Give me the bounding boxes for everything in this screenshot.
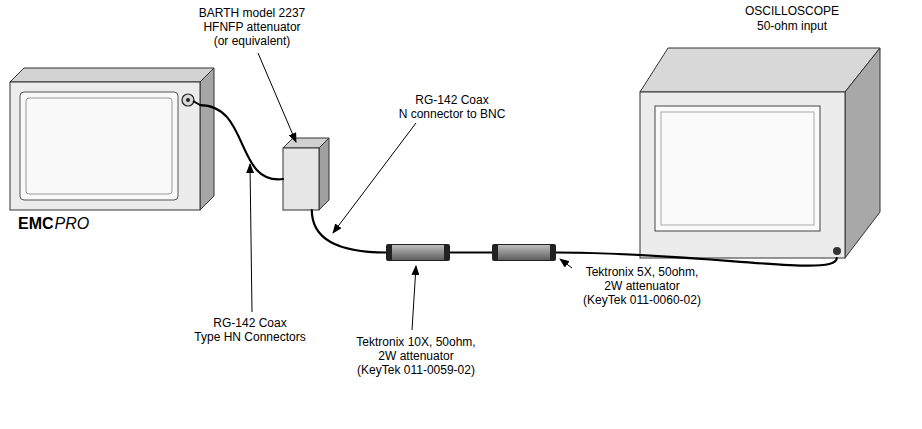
- inline-attenuator: Tektronix 5X, 50ohm, 2W attenuator (KeyT…: [492, 244, 556, 261]
- coax-cable: [556, 253, 837, 266]
- callout-text: BARTH model 2237 HFNFP attenuator (or eq…: [199, 6, 306, 48]
- attenuator-housing: [283, 138, 329, 210]
- attenuator-box: BARTH model 2237 HFNFP attenuator (or eq…: [283, 148, 319, 210]
- leader-arrow: [250, 53, 572, 330]
- coax-cable: [312, 210, 386, 253]
- inline-attenuator: Tektronix 10X, 50ohm, 2W attenuator (Key…: [386, 244, 450, 261]
- instrument-label: OSCILLOSCOPE: [745, 4, 839, 18]
- cable-callout: RG-142 Coax Type HN Connectors: [194, 316, 305, 344]
- instrument-label: 50-ohm input: [757, 19, 827, 33]
- cable-callout: RG-142 Coax N connector to BNC: [399, 93, 506, 121]
- oscilloscope-cabinet: [640, 48, 880, 258]
- callout-text: Tektronix 5X, 50ohm, 2W attenuator (KeyT…: [583, 265, 701, 307]
- callout-text: Tektronix 10X, 50ohm, 2W attenuator (Key…: [356, 335, 475, 377]
- oscilloscope-box: OSCILLOSCOPE50-ohm input: [640, 92, 845, 258]
- product-name: PRO: [55, 214, 90, 233]
- generator-box: EMCPRO: [10, 82, 200, 210]
- product-name: EMC: [18, 214, 54, 233]
- generator-cabinet: [10, 68, 214, 210]
- coax-cable: [200, 105, 283, 179]
- coax-cable: [450, 251, 492, 253]
